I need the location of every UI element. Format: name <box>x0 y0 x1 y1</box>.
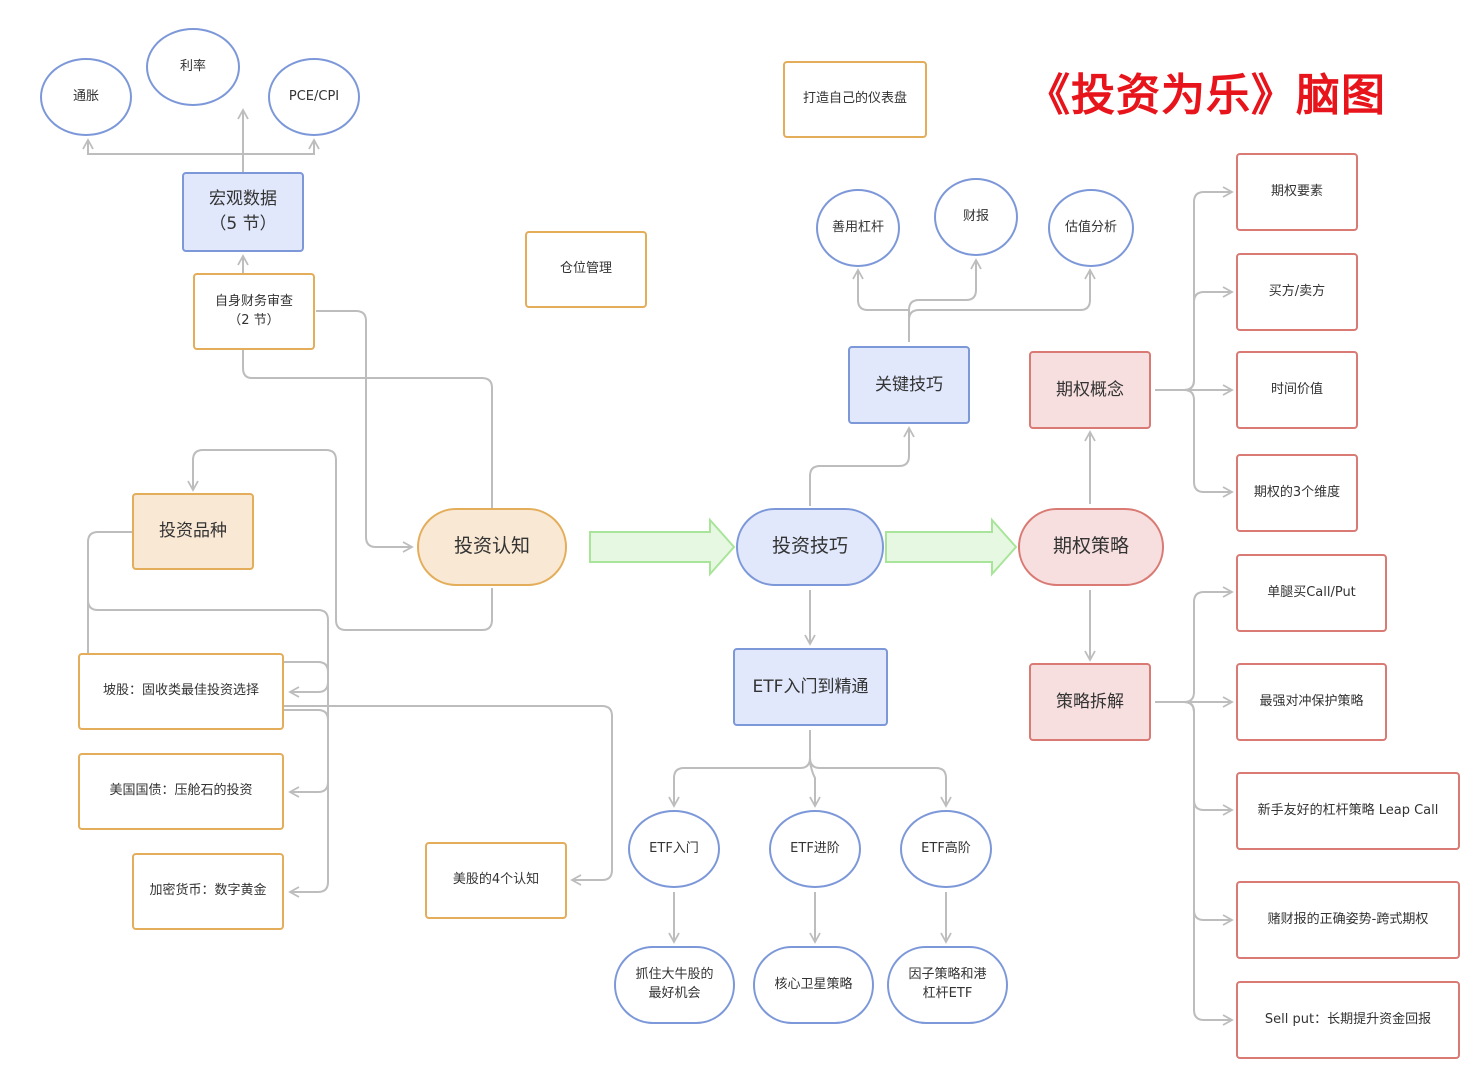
node-factor[interactable]: 因子策略和港 杠杆ETF <box>887 946 1008 1024</box>
node-interest-rate[interactable]: 利率 <box>146 28 240 106</box>
edge-cognition-varieties <box>187 449 493 631</box>
edge-key-leverage <box>852 268 910 342</box>
edge-macro-pce <box>242 138 320 172</box>
page-title: 《投资为乐》脑图 <box>1026 70 1386 121</box>
node-option-elements[interactable]: 期权要素 <box>1236 153 1358 231</box>
node-treasury[interactable]: 美国国债：压舱石的投资 <box>78 753 284 830</box>
node-self-audit[interactable]: 自身财务审查 （2 节） <box>193 273 315 350</box>
node-us-stock[interactable]: 美股的4个认知 <box>425 842 567 919</box>
node-cognition[interactable]: 投资认知 <box>417 508 567 586</box>
node-crypto[interactable]: 加密货币：数字黄金 <box>132 853 284 930</box>
node-time-value[interactable]: 时间价值 <box>1236 351 1358 429</box>
node-macro-data[interactable]: 宏观数据 （5 节） <box>182 172 304 252</box>
node-position-mgmt[interactable]: 仓位管理 <box>525 231 647 308</box>
node-strategy-breakdown[interactable]: 策略拆解 <box>1029 663 1151 741</box>
edge-br-sellput <box>1155 701 1234 1026</box>
edge-etf-3 <box>809 730 952 808</box>
node-etf-expert[interactable]: ETF高阶 <box>900 810 992 888</box>
edge-audit-cognition <box>316 310 414 553</box>
edge-key-report <box>908 258 982 342</box>
edge-skills-key <box>809 426 915 506</box>
node-pogu[interactable]: 坡股：固收类最佳投资选择 <box>78 653 284 730</box>
node-etf[interactable]: ETF入门到精通 <box>733 648 888 726</box>
flow-arrow-skills-strategy <box>885 517 1018 577</box>
node-three-dims[interactable]: 期权的3个维度 <box>1236 454 1358 532</box>
node-options-strategy[interactable]: 期权策略 <box>1018 508 1164 586</box>
node-options-concept[interactable]: 期权概念 <box>1029 351 1151 429</box>
node-etf-basic[interactable]: ETF入门 <box>628 810 720 888</box>
node-hedge[interactable]: 最强对冲保护策略 <box>1236 663 1387 741</box>
node-pce-cpi[interactable]: PCE/CPI <box>268 58 360 136</box>
node-straddle[interactable]: 赌财报的正确姿势-跨式期权 <box>1236 881 1460 959</box>
node-inflation[interactable]: 通胀 <box>40 58 132 136</box>
node-core-satellite[interactable]: 核心卫星策略 <box>753 946 874 1024</box>
flow-arrow-cognition-skills <box>589 517 736 577</box>
node-bull-stock[interactable]: 抓住大牛股的 最好机会 <box>614 946 735 1024</box>
edge-var-guozhai <box>87 599 329 798</box>
node-key-skills[interactable]: 关键技巧 <box>848 346 970 424</box>
node-varieties[interactable]: 投资品种 <box>132 493 254 570</box>
edge-concept-maifang <box>1155 286 1234 391</box>
edge-etf-1 <box>668 730 811 808</box>
node-skills[interactable]: 投资技巧 <box>736 508 884 586</box>
node-etf-advanced[interactable]: ETF进阶 <box>769 810 861 888</box>
edge-key-valuation <box>908 268 1096 342</box>
edge-br-dantui <box>1155 586 1234 703</box>
edge-macro-inflation <box>82 138 244 172</box>
edge-concept-weidu <box>1155 389 1234 498</box>
node-single-leg[interactable]: 单腿买Call/Put <box>1236 554 1387 632</box>
node-financial-report[interactable]: 财报 <box>934 178 1018 256</box>
node-leap-call[interactable]: 新手友好的杠杆策略 Leap Call <box>1236 772 1460 850</box>
node-sell-put[interactable]: Sell put：长期提升资金回报 <box>1236 981 1460 1059</box>
node-dashboard[interactable]: 打造自己的仪表盘 <box>783 61 927 138</box>
node-valuation[interactable]: 估值分析 <box>1048 189 1134 267</box>
node-buyer-seller[interactable]: 买方/卖方 <box>1236 253 1358 331</box>
node-leverage[interactable]: 善用杠杆 <box>816 189 900 267</box>
